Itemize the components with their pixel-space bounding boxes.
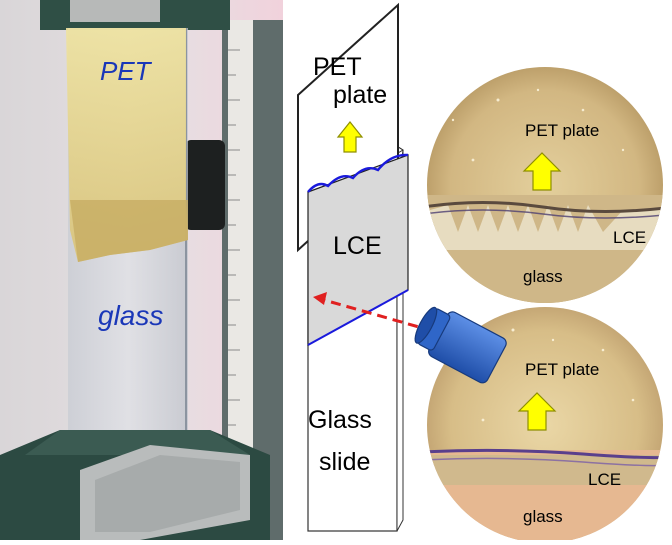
observation-dashed-arrow	[316, 296, 434, 333]
micro2-lce-label: LCE	[588, 470, 621, 489]
micro2-up-arrow-icon	[517, 392, 557, 431]
lce-label: LCE	[333, 232, 382, 260]
schematic-diagram: PET plate LCE Glass slide PET plate LCE	[297, 2, 663, 543]
micro1-up-arrow-icon	[522, 152, 562, 191]
lce-interface-line	[307, 153, 409, 193]
micro1-pet-label: PET plate	[525, 121, 599, 140]
micro2-glass-label: glass	[523, 507, 563, 526]
glass-slide-label-line1: Glass	[308, 406, 372, 434]
schematic-panel: PET plate LCE Glass slide PET plate LCE	[283, 0, 672, 543]
pet-plate-label-line1: PET	[313, 53, 362, 81]
pet-plate-label-line2: plate	[333, 81, 387, 109]
pet-handwriting: PET	[100, 56, 153, 86]
micro1-lce-label: LCE	[613, 228, 646, 247]
micro2-pet-label: PET plate	[525, 360, 599, 379]
camera-icon	[414, 306, 507, 384]
micro1-glass-label: glass	[523, 267, 563, 286]
glass-slide-label-line2: slide	[319, 448, 370, 476]
up-arrow-icon	[336, 121, 364, 153]
glass-handwriting: glass	[98, 300, 163, 331]
peel-test-photo: PET glass	[0, 0, 283, 540]
dashed-arrow-head	[313, 292, 327, 305]
micrograph-top: PET plate LCE glass	[427, 67, 663, 303]
lce-bottom-line	[307, 289, 409, 346]
photo-panel: PET glass	[0, 0, 283, 540]
